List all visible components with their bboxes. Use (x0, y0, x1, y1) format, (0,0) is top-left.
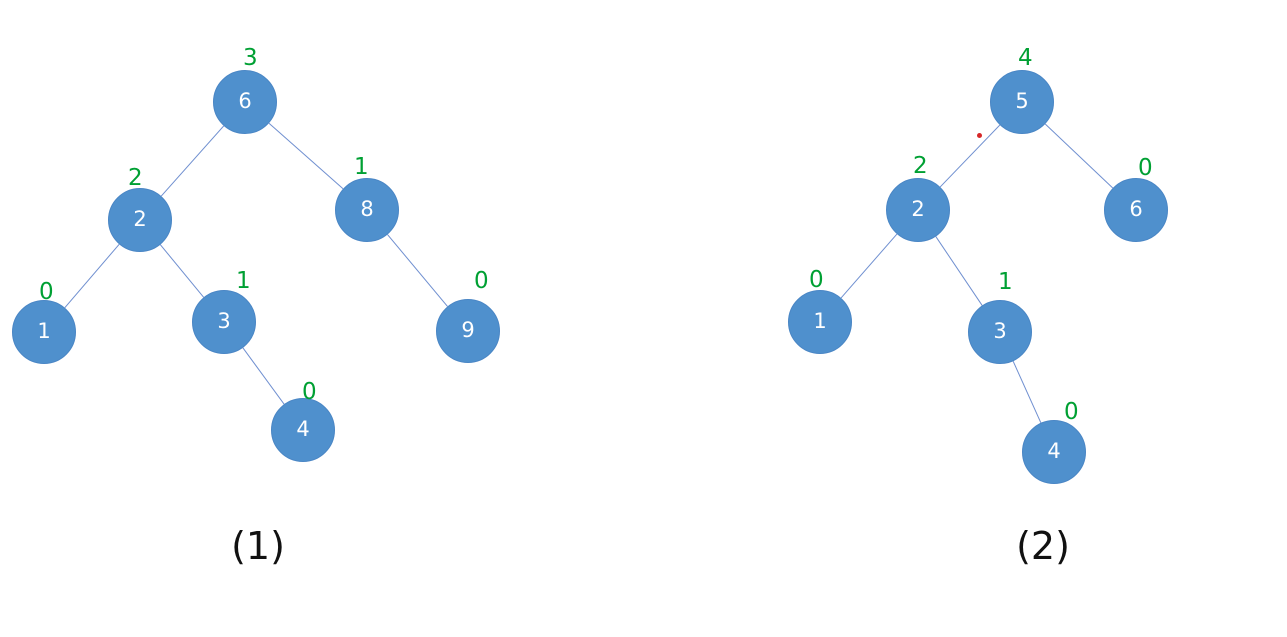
tree-edge (242, 347, 285, 405)
tree-node[interactable]: 1 (788, 290, 852, 354)
tree-edge (1012, 360, 1042, 424)
balance-factor-label: 0 (474, 268, 489, 294)
tree-node[interactable]: 3 (968, 300, 1032, 364)
tree-edge (387, 234, 448, 307)
tree-node-value: 2 (133, 206, 147, 231)
tree-node[interactable]: 6 (1104, 178, 1168, 242)
balance-factor-label: 0 (1064, 399, 1079, 425)
tree-node[interactable]: 4 (271, 398, 335, 462)
tree-node-value: 6 (238, 88, 252, 113)
tree-edge (160, 125, 225, 197)
tree-node-value: 4 (1047, 438, 1061, 463)
balance-factor-label: 2 (128, 165, 143, 191)
tree-node-value: 1 (813, 308, 827, 333)
tree-node-value: 3 (217, 308, 231, 333)
tree-node[interactable]: 9 (436, 299, 500, 363)
tree-node-value: 6 (1129, 196, 1143, 221)
balance-factor-label: 0 (809, 267, 824, 293)
balance-factor-label: 1 (236, 268, 251, 294)
tree-node-value: 9 (461, 317, 475, 342)
tree-node[interactable]: 5 (990, 70, 1054, 134)
balance-factor-label: 0 (39, 279, 54, 305)
tree-node[interactable]: 6 (213, 70, 277, 134)
tree-edge (1044, 123, 1114, 189)
tree-node-value: 1 (37, 318, 51, 343)
tree-node-value: 5 (1015, 88, 1029, 113)
tree-node-value: 8 (360, 196, 374, 221)
tree-node-value: 4 (296, 416, 310, 441)
panel-caption: (1) (231, 524, 285, 568)
balance-factor-label: 0 (302, 379, 317, 405)
balance-factor-label: 0 (1138, 155, 1153, 181)
balance-factor-label: 3 (243, 45, 258, 71)
balance-factor-label: 1 (998, 269, 1013, 295)
tree-node[interactable]: 2 (886, 178, 950, 242)
tree-node[interactable]: 1 (12, 300, 76, 364)
highlight-marker-dot (976, 132, 982, 138)
tree-node[interactable]: 3 (192, 290, 256, 354)
tree-edge (935, 236, 983, 306)
tree-node-value: 3 (993, 318, 1007, 343)
tree-node[interactable]: 4 (1022, 420, 1086, 484)
balance-factor-label: 2 (913, 153, 928, 179)
tree-edge (840, 233, 898, 299)
tree-edge (268, 122, 344, 190)
panel-caption: (2) (1016, 524, 1070, 568)
balance-factor-label: 1 (354, 154, 369, 180)
tree-edge (64, 243, 120, 309)
tree-edge (939, 124, 1001, 188)
tree-node-value: 2 (911, 196, 925, 221)
tree-node[interactable]: 8 (335, 178, 399, 242)
tree-node[interactable]: 2 (108, 188, 172, 252)
tree-edge (159, 244, 205, 298)
balance-factor-label: 4 (1018, 45, 1033, 71)
